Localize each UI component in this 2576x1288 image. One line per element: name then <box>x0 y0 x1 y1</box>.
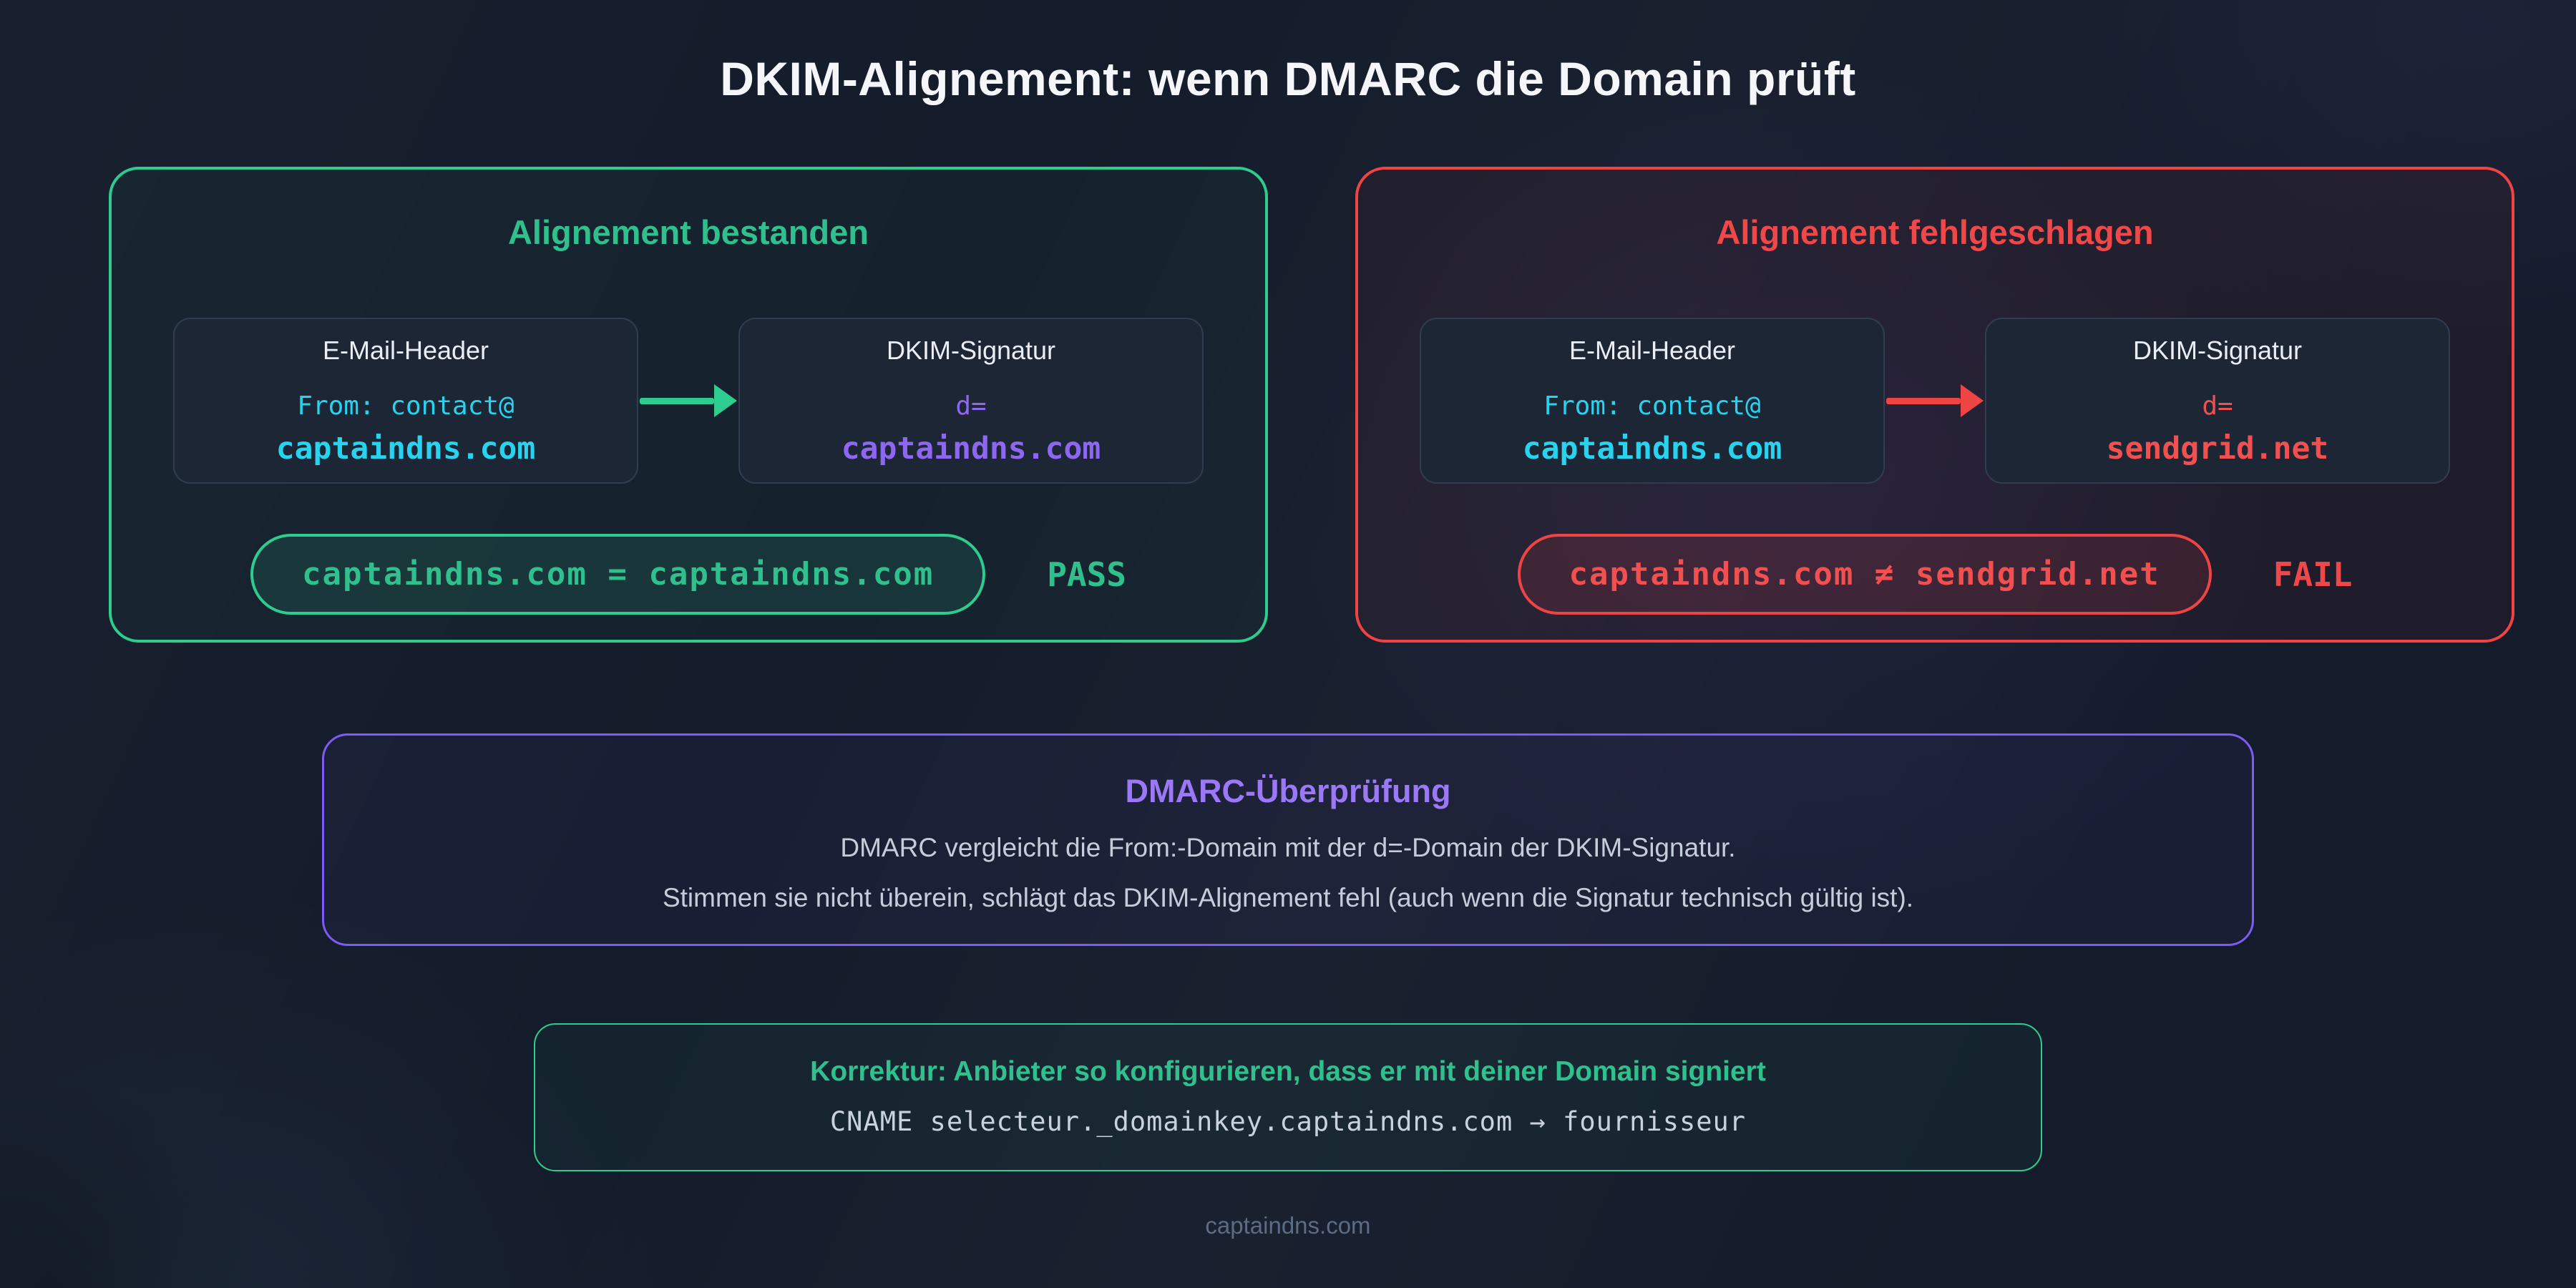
comparison-pill: captaindns.com ≠ sendgrid.net <box>1517 534 2212 615</box>
d-equals-line: d= <box>955 391 987 421</box>
arrow-head <box>714 384 737 417</box>
arrow-right-icon <box>1886 384 1984 417</box>
pass-panel-title: Alignement bestanden <box>507 213 869 251</box>
d-domain: sendgrid.net <box>2106 430 2329 467</box>
footer-domain: captaindns.com <box>1205 1212 1371 1239</box>
arrow-shaft <box>640 397 714 404</box>
from-line: From: contact@ <box>1543 391 1761 421</box>
fail-panel: Alignement fehlgeschlagen E-Mail-Header … <box>1355 167 2514 643</box>
email-header-card: E-Mail-Header From: contact@ captaindns.… <box>1420 318 1885 484</box>
from-domain: captaindns.com <box>1522 430 1782 467</box>
d-equals-line: d= <box>2202 391 2233 421</box>
email-header-card: E-Mail-Header From: contact@ captaindns.… <box>173 318 638 484</box>
arrow-head <box>1961 384 1984 417</box>
from-line: From: contact@ <box>297 391 514 421</box>
email-header-card-title: E-Mail-Header <box>1568 335 1736 365</box>
dmarc-box-title: DMARC-Überprüfung <box>1125 773 1451 809</box>
fail-cards-row: E-Mail-Header From: contact@ captaindns.… <box>1358 318 2512 484</box>
dmarc-box-line2: Stimmen sie nicht überein, schlägt das D… <box>662 883 1914 912</box>
fail-verdict-row: captaindns.com ≠ sendgrid.net FAIL <box>1358 534 2512 615</box>
dmarc-explanation-box: DMARC-Überprüfung DMARC vergleicht die F… <box>322 733 2254 946</box>
dkim-signature-card: DKIM-Signatur d= sendgrid.net <box>1985 318 2450 484</box>
d-domain: captaindns.com <box>841 430 1101 467</box>
email-header-card-title: E-Mail-Header <box>322 335 489 365</box>
fix-box-cname-record: CNAME selecteur._domainkey.captaindns.co… <box>829 1106 1747 1137</box>
arrow-right-icon <box>640 384 737 417</box>
verdict-label: FAIL <box>2273 555 2353 594</box>
verdict-label: PASS <box>1047 555 1126 594</box>
dkim-signature-card-title: DKIM-Signatur <box>886 335 1056 365</box>
comparison-pill: captaindns.com = captaindns.com <box>250 534 986 615</box>
dkim-signature-card: DKIM-Signatur d= captaindns.com <box>738 318 1204 484</box>
dmarc-box-line1: DMARC vergleicht die From:-Domain mit de… <box>840 833 1736 862</box>
arrow-shaft <box>1886 397 1961 404</box>
pass-panel: Alignement bestanden E-Mail-Header From:… <box>109 167 1268 643</box>
fix-box: Korrektur: Anbieter so konfigurieren, da… <box>534 1023 2042 1171</box>
fix-box-title: Korrektur: Anbieter so konfigurieren, da… <box>810 1056 1766 1087</box>
dkim-signature-card-title: DKIM-Signatur <box>2132 335 2303 365</box>
pass-verdict-row: captaindns.com = captaindns.com PASS <box>112 534 1265 615</box>
from-domain: captaindns.com <box>275 430 536 467</box>
pass-cards-row: E-Mail-Header From: contact@ captaindns.… <box>112 318 1265 484</box>
fail-panel-title: Alignement fehlgeschlagen <box>1716 213 2154 251</box>
page-title: DKIM-Alignement: wenn DMARC die Domain p… <box>720 52 1856 105</box>
